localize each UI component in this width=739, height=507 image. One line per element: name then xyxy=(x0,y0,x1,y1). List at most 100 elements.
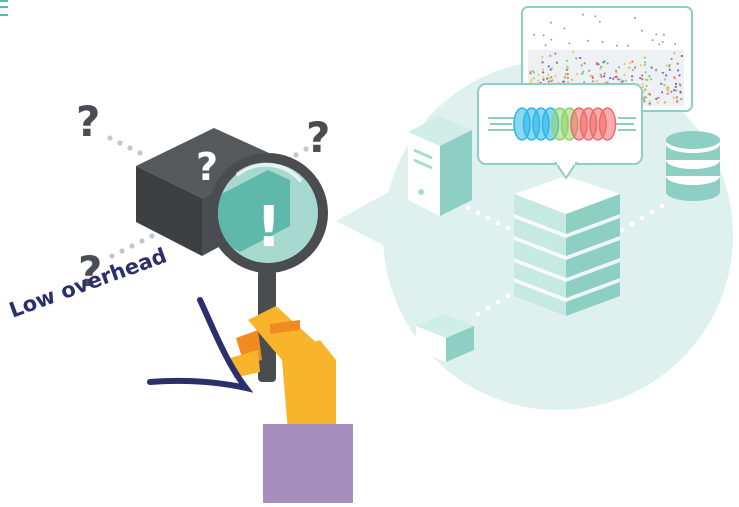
scatter-dot xyxy=(591,76,594,79)
scatter-dot xyxy=(648,93,652,96)
scatter-dot xyxy=(583,62,586,65)
scatter-dot xyxy=(583,81,586,84)
scatter-dot xyxy=(670,90,673,93)
scatter-dot xyxy=(598,20,601,23)
scatter-dot xyxy=(612,77,615,80)
scatter-dot xyxy=(643,63,647,66)
question-mark-on-box: ? xyxy=(196,145,218,189)
ring xyxy=(598,107,617,141)
scatter-dot xyxy=(643,95,646,98)
scatter-dot xyxy=(645,78,648,81)
scatter-dot xyxy=(542,78,545,81)
scatter-dot xyxy=(655,69,658,72)
scatter-dot xyxy=(672,96,675,99)
scatter-dot xyxy=(665,64,668,67)
scatter-dot xyxy=(550,67,554,70)
scatter-dot xyxy=(662,33,665,36)
scatter-dot xyxy=(642,90,645,93)
scatter-dot xyxy=(663,84,666,87)
scatter-dot xyxy=(644,88,647,91)
scatter-dot xyxy=(588,69,591,72)
scatter-dot xyxy=(602,61,605,64)
scatter-dot xyxy=(587,39,590,42)
scatter-dot xyxy=(542,34,545,37)
scatter-dot xyxy=(677,69,680,72)
scatter-dot xyxy=(562,80,566,83)
scatter-dot xyxy=(615,69,618,72)
corner-mark xyxy=(0,0,8,16)
scatter-dot xyxy=(661,71,664,74)
scatter-dot xyxy=(634,17,636,19)
scatter-dot xyxy=(536,79,540,82)
scatter-dot xyxy=(594,15,597,18)
scatter-dot xyxy=(673,89,676,92)
scatter-dot xyxy=(661,91,664,94)
scatter-dot xyxy=(655,33,658,36)
scatter-dot xyxy=(665,87,669,90)
scatter-dot xyxy=(675,89,678,92)
scatter-dot xyxy=(657,96,660,99)
scatter-dot xyxy=(579,56,582,60)
scatter-dot xyxy=(668,65,671,68)
scatter-dot xyxy=(547,80,550,83)
scatter-dot xyxy=(679,91,682,94)
scatter-dot xyxy=(680,98,683,101)
scatter-dot xyxy=(603,75,606,78)
small-box-icon xyxy=(416,314,474,362)
scatter-dot xyxy=(655,97,658,100)
scatter-dot xyxy=(660,82,663,85)
scatter-dot xyxy=(581,13,584,16)
scatter-dot xyxy=(550,38,553,41)
hand-icon xyxy=(230,306,336,434)
scatter-dot xyxy=(648,102,651,105)
scatter-dot xyxy=(580,64,583,67)
scatter-dot xyxy=(532,71,536,74)
scatter-dot xyxy=(567,81,570,84)
scatter-dot xyxy=(639,64,642,67)
scatter-dot xyxy=(575,57,578,60)
scatter-dot xyxy=(563,27,566,30)
scatter-dot xyxy=(674,82,678,85)
scatter-dot xyxy=(568,42,571,45)
scatter-dot xyxy=(617,78,620,81)
scatter-dot xyxy=(670,57,673,60)
scatter-dot xyxy=(624,79,627,82)
scatter-dot xyxy=(541,56,544,59)
scatter-dot xyxy=(572,51,575,54)
scatter-dot xyxy=(645,84,648,88)
scatter-dot xyxy=(599,73,602,76)
scatter-dot xyxy=(542,76,545,79)
scatter-dot xyxy=(595,79,598,83)
scatter-dot xyxy=(641,78,644,81)
scatter-dot xyxy=(663,101,666,104)
scatter-dot xyxy=(615,71,618,74)
scatter-dot xyxy=(650,78,653,81)
scatter-dot xyxy=(641,74,644,77)
scatter-dot xyxy=(566,65,569,68)
scatter-dot xyxy=(674,42,676,45)
scatter-dot xyxy=(547,65,550,68)
question-mark-bottom-left: ? xyxy=(78,247,102,296)
scatter-dot xyxy=(631,75,634,78)
scatter-dot xyxy=(550,76,553,79)
scatter-dot xyxy=(591,80,595,83)
scatter-dot xyxy=(554,52,557,55)
question-mark-top-right: ? xyxy=(306,113,330,162)
scatter-dot xyxy=(644,71,647,74)
scatter-dot xyxy=(650,66,653,69)
magnifying-glass-icon xyxy=(208,153,328,382)
scatter-dot xyxy=(564,73,567,76)
scatter-dot xyxy=(616,44,618,47)
scatter-dot xyxy=(631,78,634,82)
scatter-dot xyxy=(599,68,602,71)
scatter-dot xyxy=(623,73,626,76)
scatter-dot xyxy=(541,61,544,64)
scatter-dot xyxy=(551,79,554,82)
scatter-dot xyxy=(563,76,566,79)
scatter-dot xyxy=(666,92,669,95)
scatter-dot xyxy=(600,75,603,78)
scatter-dot xyxy=(615,75,618,78)
scatter-dot xyxy=(547,73,550,76)
